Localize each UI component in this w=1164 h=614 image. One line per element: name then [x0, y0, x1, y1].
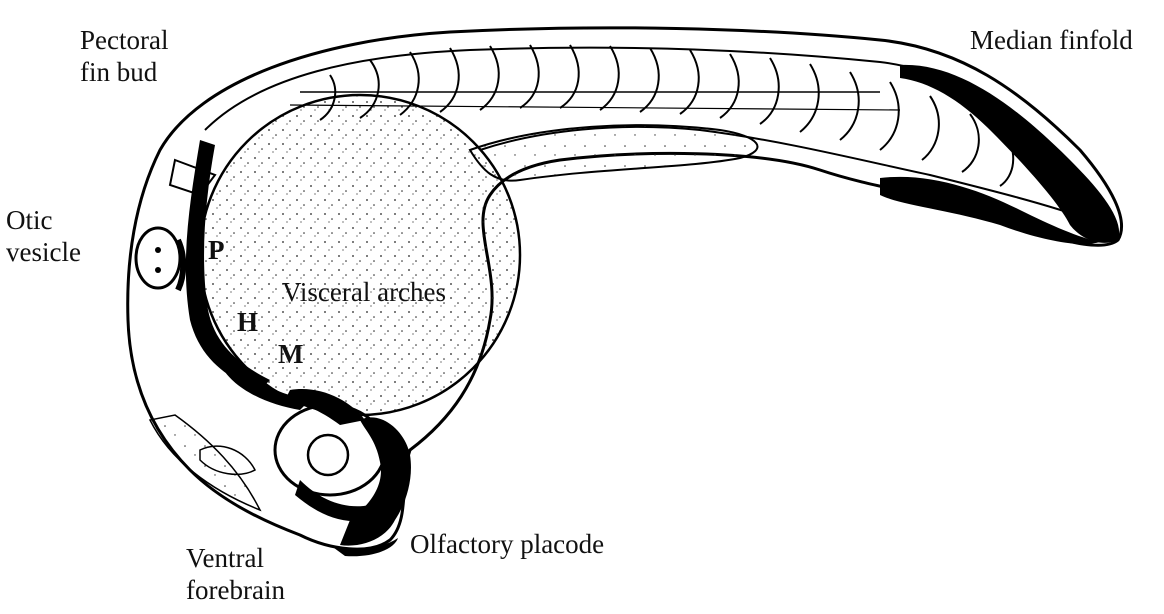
label-m: M [278, 338, 303, 370]
label-median-finfold: Median finfold [970, 24, 1133, 56]
label-pectoral-fin-bud: Pectoral fin bud [80, 24, 168, 88]
yolk-extension [470, 125, 757, 181]
label-h: H [237, 306, 258, 338]
label-visceral-arches: Visceral arches [282, 276, 446, 308]
otic-vesicle [136, 228, 180, 288]
yolk-sac [200, 95, 520, 415]
label-otic-vesicle: Otic vesicle [6, 204, 81, 268]
label-olfactory-placode: Olfactory placode [410, 528, 604, 560]
label-p: P [208, 234, 225, 266]
label-ventral-forebrain: Ventral forebrain [186, 542, 285, 606]
forebrain-dark [340, 417, 411, 545]
